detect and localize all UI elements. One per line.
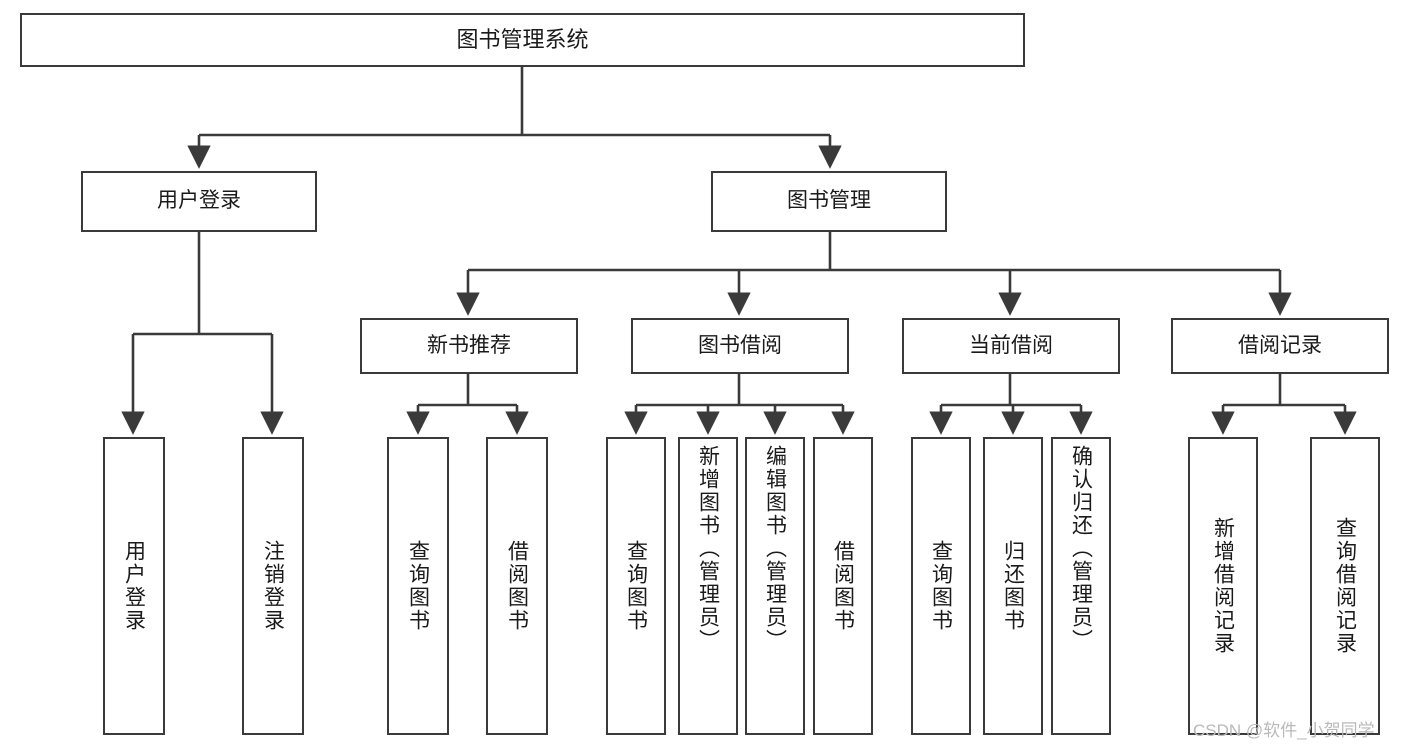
- leaf-node-label: 确认归还（管理员）: [1069, 445, 1093, 652]
- leaf-node-label: 新增借阅记录: [1211, 517, 1235, 655]
- leaf-node[interactable]: 新增图书（管理员）: [678, 437, 738, 735]
- leaf-node[interactable]: 编辑图书（管理员）: [745, 437, 805, 735]
- leaf-node[interactable]: 查询图书: [606, 437, 666, 735]
- leaf-node[interactable]: 用户登录: [103, 437, 165, 735]
- node-new-book-recommend[interactable]: 新书推荐: [360, 318, 578, 374]
- leaf-node-label: 注销登录: [261, 540, 285, 632]
- leaf-node[interactable]: 查询图书: [387, 437, 449, 735]
- leaf-node-label: 新增图书（管理员）: [696, 445, 720, 652]
- node-new-book-recommend-label: 新书推荐: [427, 333, 511, 357]
- node-current-borrow-label: 当前借阅: [969, 333, 1053, 357]
- leaf-node[interactable]: 注销登录: [242, 437, 304, 735]
- leaf-node[interactable]: 归还图书: [983, 437, 1043, 735]
- leaf-node[interactable]: 查询图书: [911, 437, 971, 735]
- leaf-node-label: 用户登录: [122, 540, 146, 632]
- leaf-node[interactable]: 查询借阅记录: [1310, 437, 1380, 735]
- node-root[interactable]: 图书管理系统: [20, 13, 1025, 67]
- node-book-management-label: 图书管理: [787, 189, 871, 213]
- node-user-login[interactable]: 用户登录: [81, 171, 317, 232]
- node-borrow-records[interactable]: 借阅记录: [1171, 318, 1389, 374]
- leaf-node-label: 借阅图书: [831, 540, 855, 632]
- leaf-node-label: 查询图书: [406, 540, 430, 632]
- watermark: CSDN @软件_小贺同学: [1193, 721, 1375, 740]
- leaf-node-label: 查询图书: [929, 540, 953, 632]
- node-current-borrow[interactable]: 当前借阅: [902, 318, 1120, 374]
- node-user-login-label: 用户登录: [157, 189, 241, 213]
- leaf-node[interactable]: 借阅图书: [813, 437, 873, 735]
- node-book-borrow[interactable]: 图书借阅: [631, 318, 849, 374]
- leaf-node-label: 借阅图书: [505, 540, 529, 632]
- node-root-label: 图书管理系统: [456, 27, 589, 53]
- leaf-node-label: 归还图书: [1001, 540, 1025, 632]
- leaf-node-label: 编辑图书（管理员）: [763, 445, 787, 652]
- leaf-node[interactable]: 确认归还（管理员）: [1051, 437, 1111, 735]
- leaf-node[interactable]: 借阅图书: [486, 437, 548, 735]
- node-book-borrow-label: 图书借阅: [698, 333, 782, 357]
- node-borrow-records-label: 借阅记录: [1238, 333, 1322, 357]
- leaf-node-label: 查询图书: [624, 540, 648, 632]
- leaf-node[interactable]: 新增借阅记录: [1188, 437, 1258, 735]
- node-book-management[interactable]: 图书管理: [711, 171, 947, 232]
- leaf-node-label: 查询借阅记录: [1333, 517, 1357, 655]
